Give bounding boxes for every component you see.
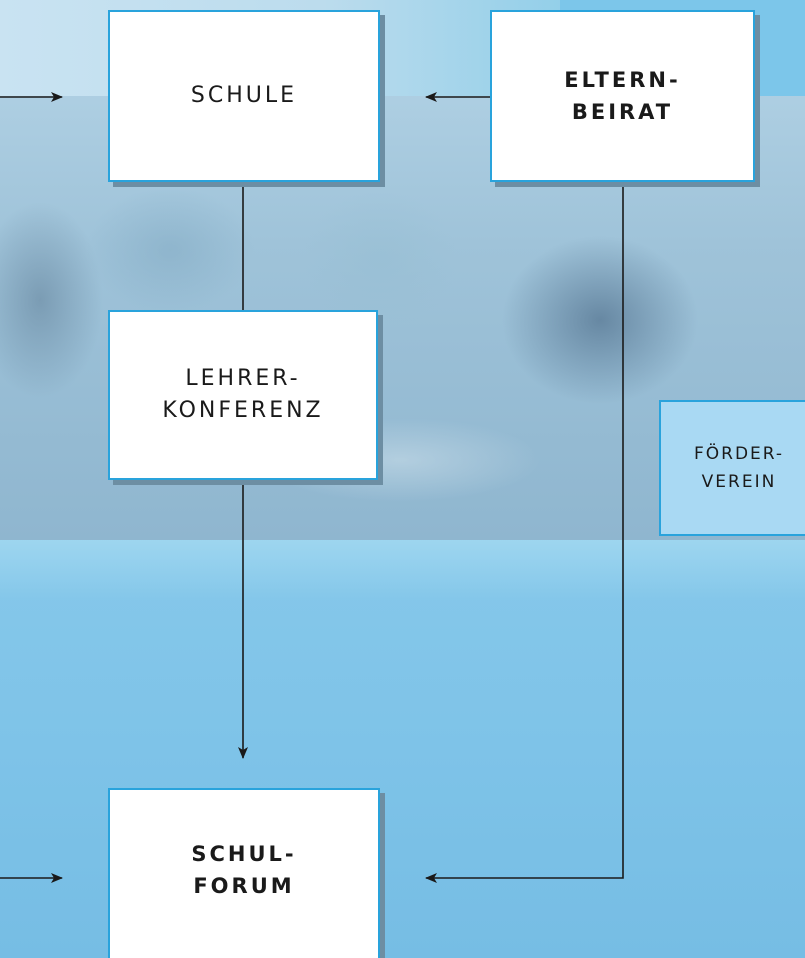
- node-lehrerkonferenz-label-line2: KONFERENZ: [162, 398, 324, 423]
- node-schulforum: SCHUL- FORUM: [108, 788, 380, 958]
- node-schule: SCHULE: [108, 10, 380, 182]
- node-schulforum-label-line1: SCHUL-: [191, 842, 297, 866]
- node-elternbeirat: ELTERN- BEIRAT: [490, 10, 755, 182]
- node-foerderverein-label-line1: FÖRDER-: [693, 444, 785, 464]
- node-foerderverein: FÖRDER- VEREIN: [659, 400, 805, 536]
- node-elternbeirat-label-line1: ELTERN-: [564, 68, 681, 92]
- photo-students-fade: [0, 540, 805, 600]
- node-foerderverein-label-line2: VEREIN: [701, 472, 777, 492]
- node-elternbeirat-label-line2: BEIRAT: [571, 100, 674, 124]
- node-lehrerkonferenz: LEHRER- KONFERENZ: [108, 310, 378, 480]
- node-schule-label-line1: SCHULE: [190, 83, 298, 108]
- node-lehrerkonferenz-label-line1: LEHRER-: [185, 366, 301, 391]
- node-schulforum-label-line2: FORUM: [193, 874, 295, 898]
